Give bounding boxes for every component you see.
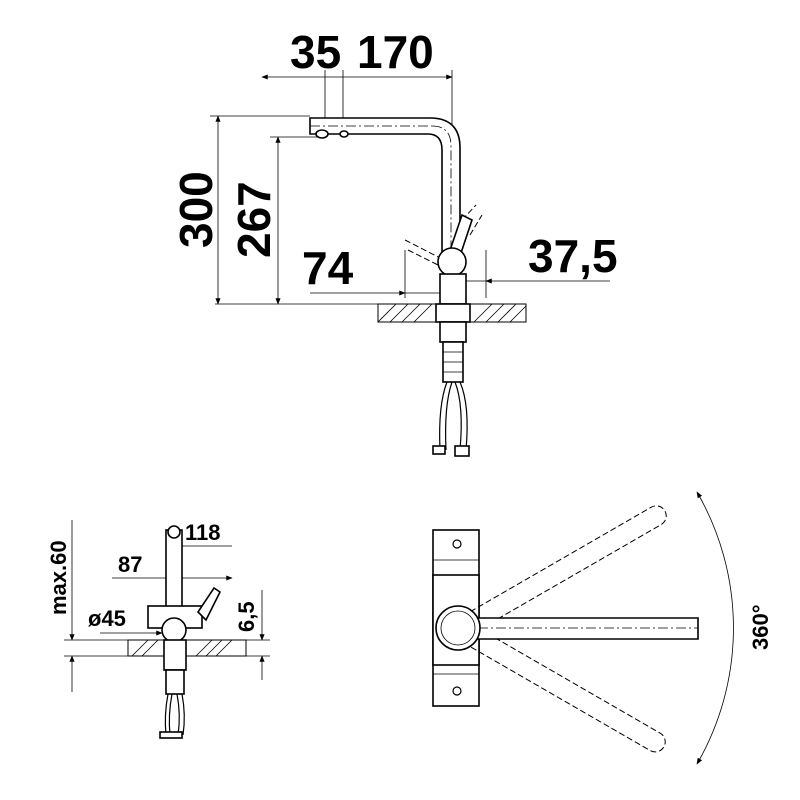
dim-lever-right: 37,5 bbox=[528, 230, 618, 282]
countertop-hatch bbox=[377, 303, 527, 323]
side-view: 35 170 300 267 74 bbox=[170, 26, 618, 457]
dim-spout-reach: 170 bbox=[357, 26, 434, 78]
dim-lever: 87 bbox=[118, 552, 142, 577]
top-view: 360° bbox=[432, 491, 773, 765]
dim-total-height: 300 bbox=[170, 171, 222, 248]
dim-diameter: ø45 bbox=[88, 606, 126, 631]
dim-small: 6,5 bbox=[234, 601, 259, 632]
rotation-angle-label: 360° bbox=[748, 604, 773, 650]
dim-lever-offset: 74 bbox=[302, 242, 354, 294]
dim-spout-offset: 35 bbox=[290, 26, 341, 78]
dim-max-thickness: max.60 bbox=[46, 540, 71, 615]
dim-spout-height: 267 bbox=[228, 181, 280, 258]
front-view: max.60 118 87 ø45 6,5 bbox=[46, 520, 270, 739]
dim-top: 118 bbox=[185, 520, 221, 545]
